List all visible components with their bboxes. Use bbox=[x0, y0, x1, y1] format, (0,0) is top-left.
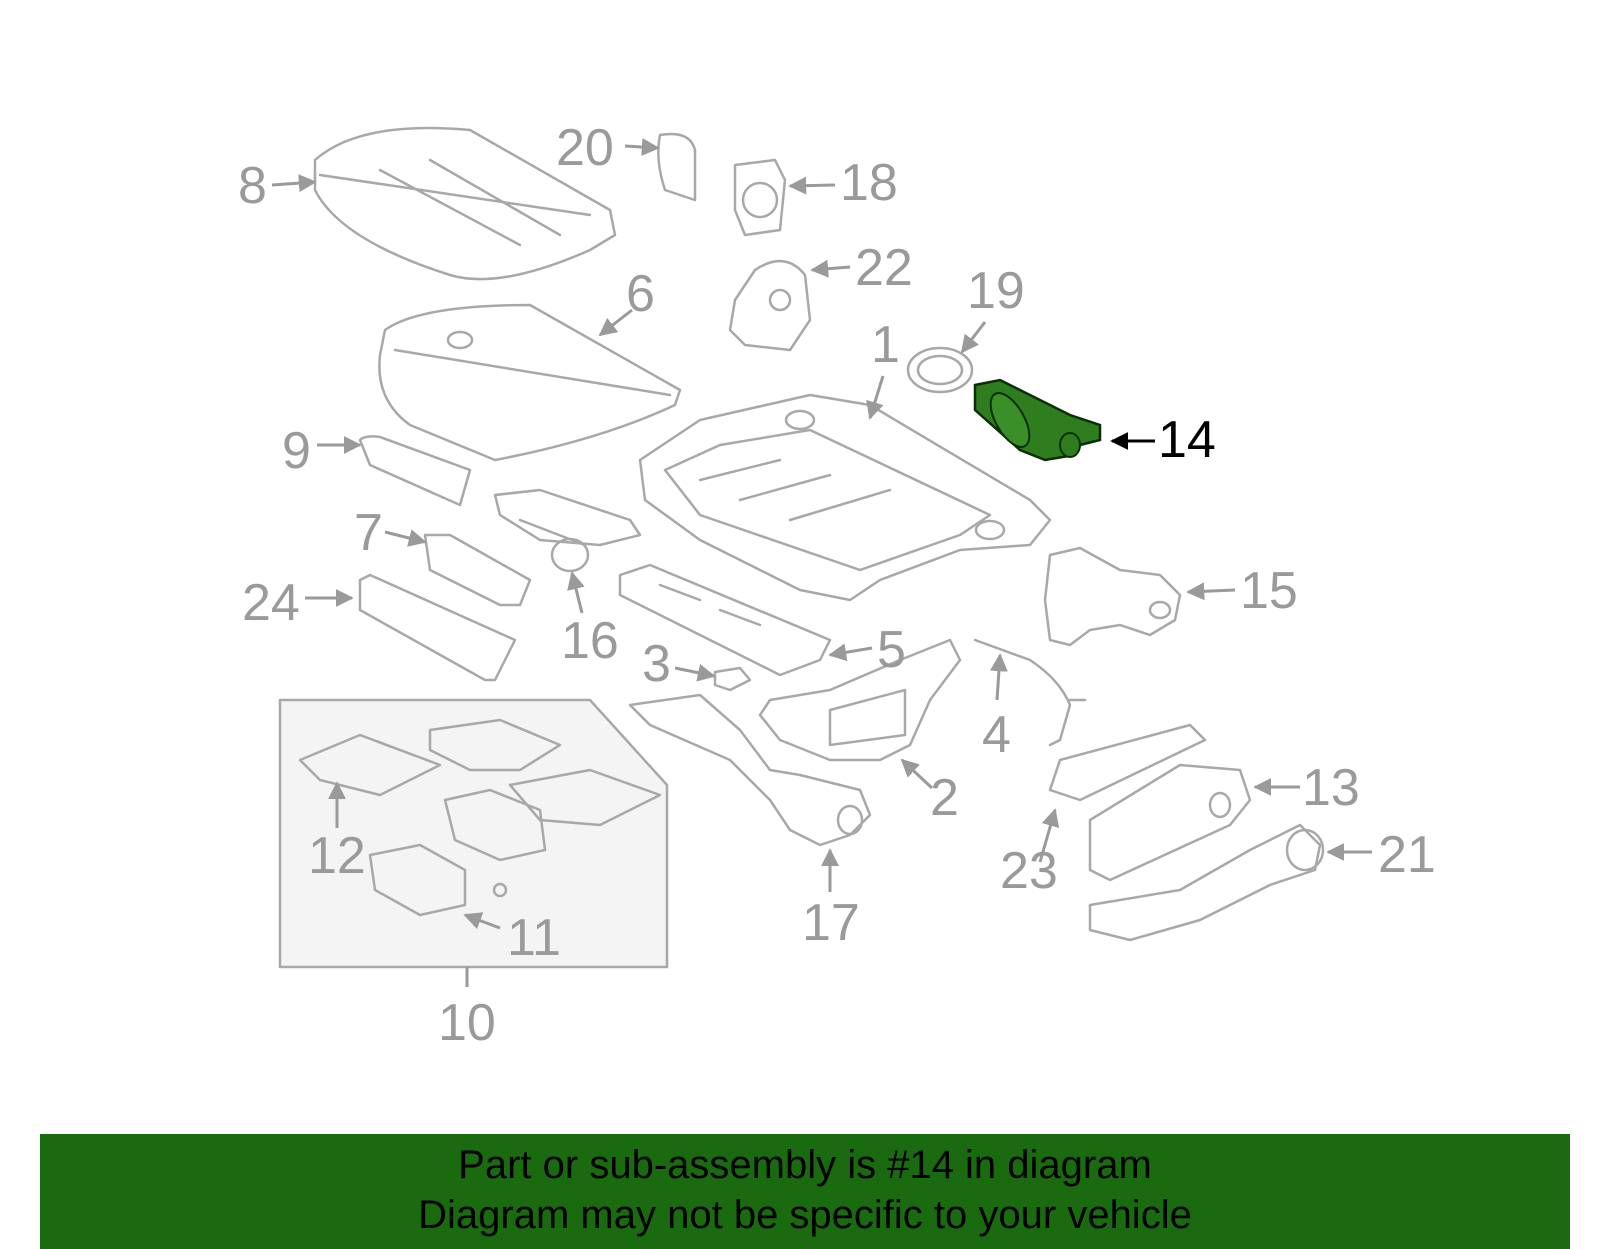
callout-16: 16 bbox=[561, 612, 619, 670]
part-2-side-panel[interactable] bbox=[758, 638, 962, 762]
callout-20: 20 bbox=[556, 119, 614, 177]
part-13-switch[interactable] bbox=[1088, 763, 1252, 882]
info-banner: Part or sub-assembly is #14 in diagram D… bbox=[40, 1134, 1570, 1249]
callout-8: 8 bbox=[238, 157, 267, 215]
part-14-motor[interactable] bbox=[973, 378, 1102, 462]
callout-4: 4 bbox=[982, 706, 1011, 764]
banner-line-1: Part or sub-assembly is #14 in diagram bbox=[458, 1143, 1152, 1187]
callout-15: 15 bbox=[1240, 562, 1298, 620]
callout-11: 11 bbox=[507, 909, 561, 967]
banner-line-2: Diagram may not be specific to your vehi… bbox=[418, 1193, 1192, 1237]
callout-10: 10 bbox=[438, 994, 496, 1052]
callout-17: 17 bbox=[802, 894, 860, 952]
part-3-cap[interactable] bbox=[713, 666, 752, 692]
callout-6: 6 bbox=[626, 265, 655, 323]
part-7-trim[interactable] bbox=[423, 533, 532, 607]
callout-5: 5 bbox=[877, 621, 906, 679]
part-8-cushion-cover[interactable] bbox=[313, 126, 617, 281]
callout-22: 22 bbox=[855, 239, 913, 297]
parts-diagram: 8 20 18 22 6 19 1 14 9 7 16 24 5 3 15 4 … bbox=[238, 119, 1436, 1052]
callout-12: 12 bbox=[308, 827, 366, 885]
part-15-motor[interactable] bbox=[1043, 546, 1182, 647]
callout-23: 23 bbox=[1000, 842, 1058, 900]
callout-24: 24 bbox=[242, 574, 300, 632]
part-22-side-bracket[interactable] bbox=[728, 260, 812, 352]
part-17-actuator[interactable] bbox=[628, 693, 872, 847]
leader-lines bbox=[271, 138, 1372, 987]
part-9-trim[interactable] bbox=[358, 435, 472, 507]
callout-14: 14 bbox=[1158, 411, 1216, 469]
part-4-cable[interactable] bbox=[973, 638, 1087, 747]
part-18-bracket[interactable] bbox=[733, 158, 787, 237]
part-1-seat-frame[interactable] bbox=[638, 393, 1052, 602]
callout-3: 3 bbox=[642, 635, 671, 693]
callout-19: 19 bbox=[967, 262, 1025, 320]
callout-labels: 8 20 18 22 6 19 1 14 9 7 16 24 5 3 15 4 … bbox=[238, 119, 1436, 1052]
part-21-outer-trim[interactable] bbox=[1088, 823, 1325, 942]
part-23-trim[interactable] bbox=[1048, 723, 1207, 802]
part-20-trim-cap[interactable] bbox=[657, 132, 697, 202]
part-10-kit-box[interactable] bbox=[278, 698, 669, 969]
callout-1: 1 bbox=[871, 316, 900, 374]
callout-13: 13 bbox=[1302, 759, 1360, 817]
part-24-trim-strip[interactable] bbox=[358, 573, 517, 682]
part-6-cushion-pad[interactable] bbox=[378, 303, 682, 462]
part-16-lever[interactable] bbox=[493, 488, 642, 573]
callout-2: 2 bbox=[930, 769, 959, 827]
callout-9: 9 bbox=[282, 422, 311, 480]
callout-18: 18 bbox=[840, 154, 898, 212]
part-19-ring[interactable] bbox=[906, 346, 974, 394]
part-5-seat-rail[interactable] bbox=[618, 563, 832, 677]
callout-21: 21 bbox=[1378, 826, 1436, 884]
callout-7: 7 bbox=[354, 504, 383, 562]
